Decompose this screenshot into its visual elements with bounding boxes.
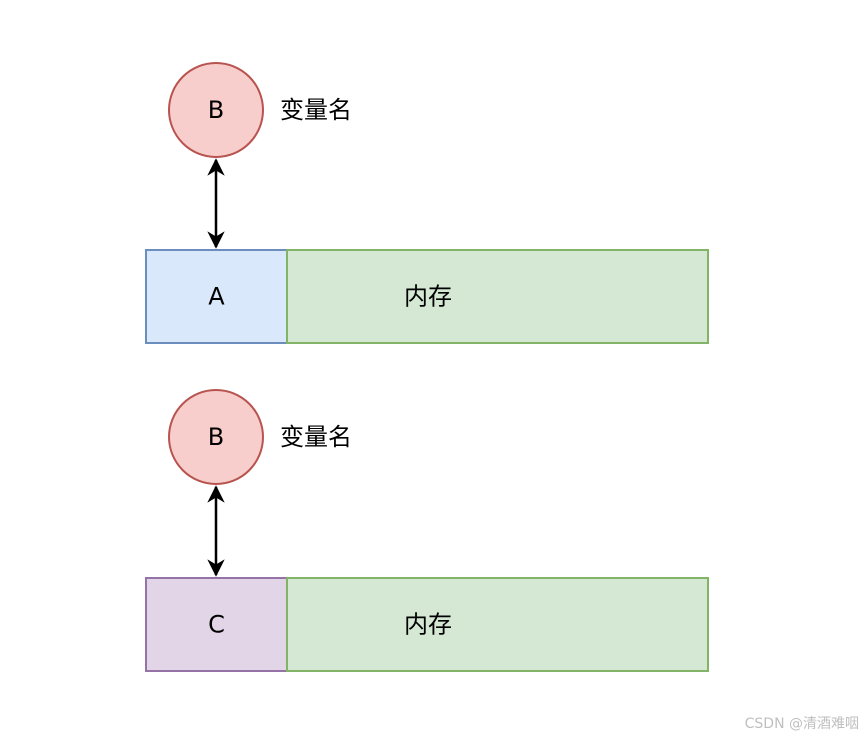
value-cell-2 — [145, 577, 288, 672]
memory-block-2-label: 内存 — [404, 611, 452, 639]
watermark: CSDN @清酒难咽 — [744, 716, 859, 732]
memory-block-2 — [286, 577, 709, 672]
value-cell-1-label: A — [208, 283, 225, 311]
variable-circle-1-label: B — [208, 96, 224, 124]
panel-1: B 变量名 A 内存 — [145, 62, 709, 344]
variable-circle-1 — [168, 62, 264, 158]
value-cell-1 — [145, 249, 288, 344]
variable-circle-2-label: B — [208, 423, 224, 451]
memory-block-1-label: 内存 — [404, 283, 452, 311]
value-cell-2-label: C — [208, 611, 225, 639]
variable-caption-2: 变量名 — [280, 423, 352, 451]
variable-caption-1: 变量名 — [280, 96, 352, 124]
variable-circle-2 — [168, 389, 264, 485]
memory-block-1 — [286, 249, 709, 344]
panel-2: B 变量名 C 内存 — [145, 389, 709, 672]
